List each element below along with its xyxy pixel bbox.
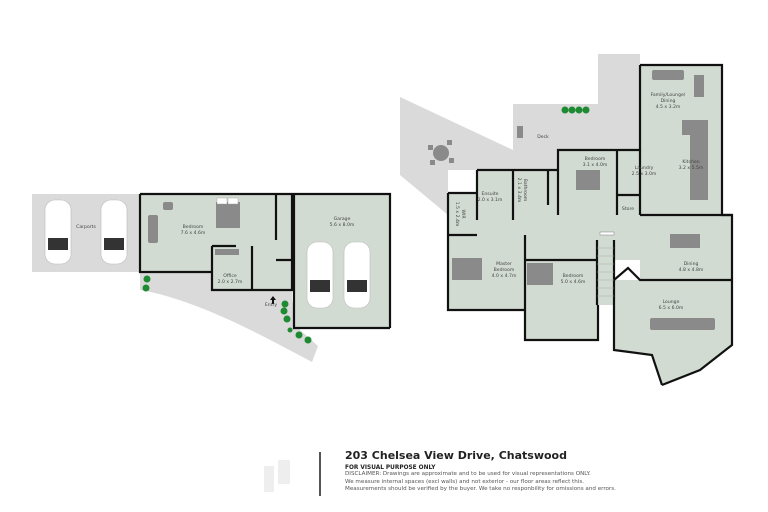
desk-icon: [215, 249, 239, 255]
upper-floor: Deck Family/Lounge/ Dining 4.5 x 3.2m Ki…: [400, 54, 734, 387]
disclaimer-line: We measure internal spaces (excl walls) …: [345, 478, 585, 485]
car-icon: [44, 199, 371, 309]
sofa-icon: [652, 70, 684, 80]
room-label: Bedroom: [183, 224, 204, 230]
disclaimer-line: DISCLAIMER: Drawings are approximate and…: [345, 471, 591, 477]
dining-table-icon: [670, 234, 700, 248]
room-dims: 2.1 x 3.4m: [516, 178, 522, 203]
stair-area: [276, 194, 294, 246]
disclaimer-line: Measurements should be verified by the b…: [345, 486, 616, 493]
room-label: Laundry: [635, 165, 654, 171]
room-label: Garage: [334, 216, 351, 222]
bathtub-icon: [517, 126, 523, 138]
room-label: Store: [622, 206, 634, 212]
room-dims: 3.1 x 4.0m: [583, 162, 608, 168]
bed-icon: [576, 170, 600, 190]
company-logo: [264, 460, 290, 492]
room-dims: 2.0 x 3.1m: [478, 197, 503, 203]
room-label: Dining: [661, 98, 676, 104]
ground-floor: Carports Bedroom 7.6 x 4.6m Office 2.0 x…: [32, 192, 392, 362]
room-label: Carports: [76, 224, 96, 230]
room-dims: 4.0 x 4.7m: [492, 273, 517, 279]
room-label: Master: [496, 261, 512, 267]
room-dims: 1.5 x 2.4m: [454, 202, 460, 227]
armchair-icon: [163, 202, 173, 210]
plant-icon: [561, 106, 590, 114]
room-dims: 7.6 x 4.6m: [181, 230, 206, 236]
outdoor-table-icon: [428, 140, 454, 165]
room-label: Kitchen: [682, 159, 699, 165]
room-label: Ensuite: [481, 191, 498, 197]
room-label: Deck: [537, 134, 549, 140]
room-label: Lounge: [663, 299, 680, 305]
visual-purpose-note: FOR VISUAL PURPOSE ONLY: [345, 465, 436, 471]
room-label: Office: [223, 273, 237, 279]
room-label: WIR: [460, 209, 466, 219]
stairs: [597, 240, 615, 305]
bed-icon: [216, 202, 240, 228]
room-label: Family/Lounge/: [651, 92, 686, 98]
path-area: [140, 272, 318, 362]
room-dims: 6.5 x 6.0m: [659, 305, 684, 311]
room-dims: 5.0 x 4.6m: [561, 279, 586, 285]
room-dims: 3.2 x 5.5m: [679, 165, 704, 171]
room-dims: 4.5 x 3.2m: [656, 104, 681, 110]
bed-icon: [452, 258, 482, 280]
room-dims: 4.8 x 4.8m: [679, 267, 704, 273]
ensuite-bathroom: [477, 170, 558, 220]
room-dims: 2.0 x 2.7m: [218, 279, 243, 285]
room-label: Bedroom: [563, 273, 584, 279]
lounge: [614, 280, 732, 385]
room-dims: 5.6 x 8.0m: [330, 222, 355, 228]
sofa-icon: [650, 318, 715, 330]
kitchen-bench-icon: [682, 120, 708, 200]
stairs-icon: [597, 247, 614, 297]
plant-icon: [142, 275, 312, 344]
room-label: Bathroom: [522, 179, 528, 202]
footer: 203 Chelsea View Drive, Chatswood FOR VI…: [345, 449, 616, 494]
entry-label: Entry: [265, 302, 278, 308]
entry-arrow-icon: [270, 296, 276, 304]
bed-icon: [527, 263, 553, 285]
room-label: Bedroom: [494, 267, 515, 273]
family-kitchen: [640, 65, 722, 215]
footer-divider: [319, 452, 321, 496]
room-label: Bedroom: [585, 156, 606, 162]
sofa-icon: [148, 215, 158, 243]
room-label: Dining: [684, 261, 699, 267]
room-dims: 2.5 x 3.0m: [632, 171, 657, 177]
table-icon: [694, 75, 704, 97]
property-address: 203 Chelsea View Drive, Chatswood: [345, 449, 567, 462]
